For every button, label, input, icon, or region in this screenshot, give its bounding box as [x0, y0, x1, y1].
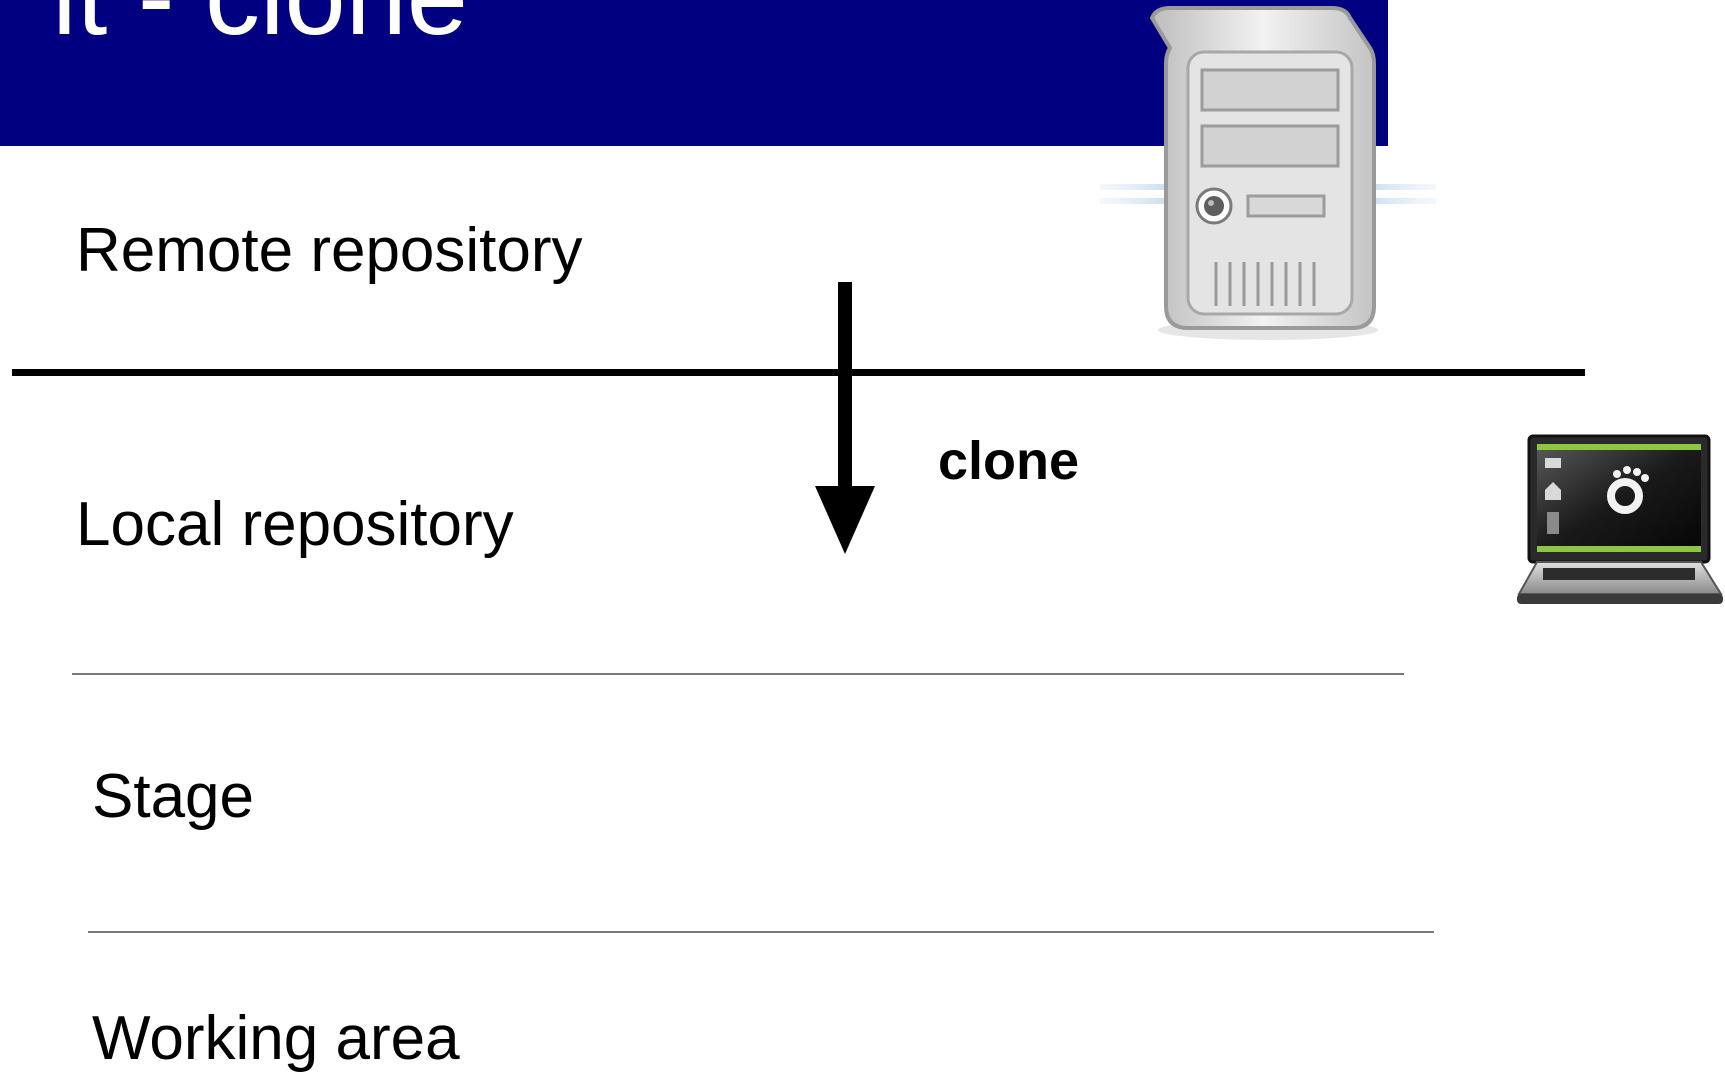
clone-arrow-shaft: [838, 282, 852, 490]
local-stage-divider: [72, 673, 1404, 675]
stage-working-divider: [88, 931, 1434, 933]
clone-arrow: [815, 282, 875, 554]
server-tower-icon: [1100, 6, 1436, 340]
laptop-icon: [1517, 434, 1723, 604]
clone-arrow-head: [815, 486, 875, 554]
remote-repository-label: Remote repository: [76, 216, 583, 285]
clone-label: clone: [938, 431, 1080, 491]
slide-title: it - clone: [52, 0, 468, 52]
working-area-label: Working area: [92, 1004, 460, 1073]
local-repository-label: Local repository: [76, 490, 514, 559]
remote-local-divider: [12, 369, 1585, 376]
stage-label: Stage: [92, 762, 255, 831]
